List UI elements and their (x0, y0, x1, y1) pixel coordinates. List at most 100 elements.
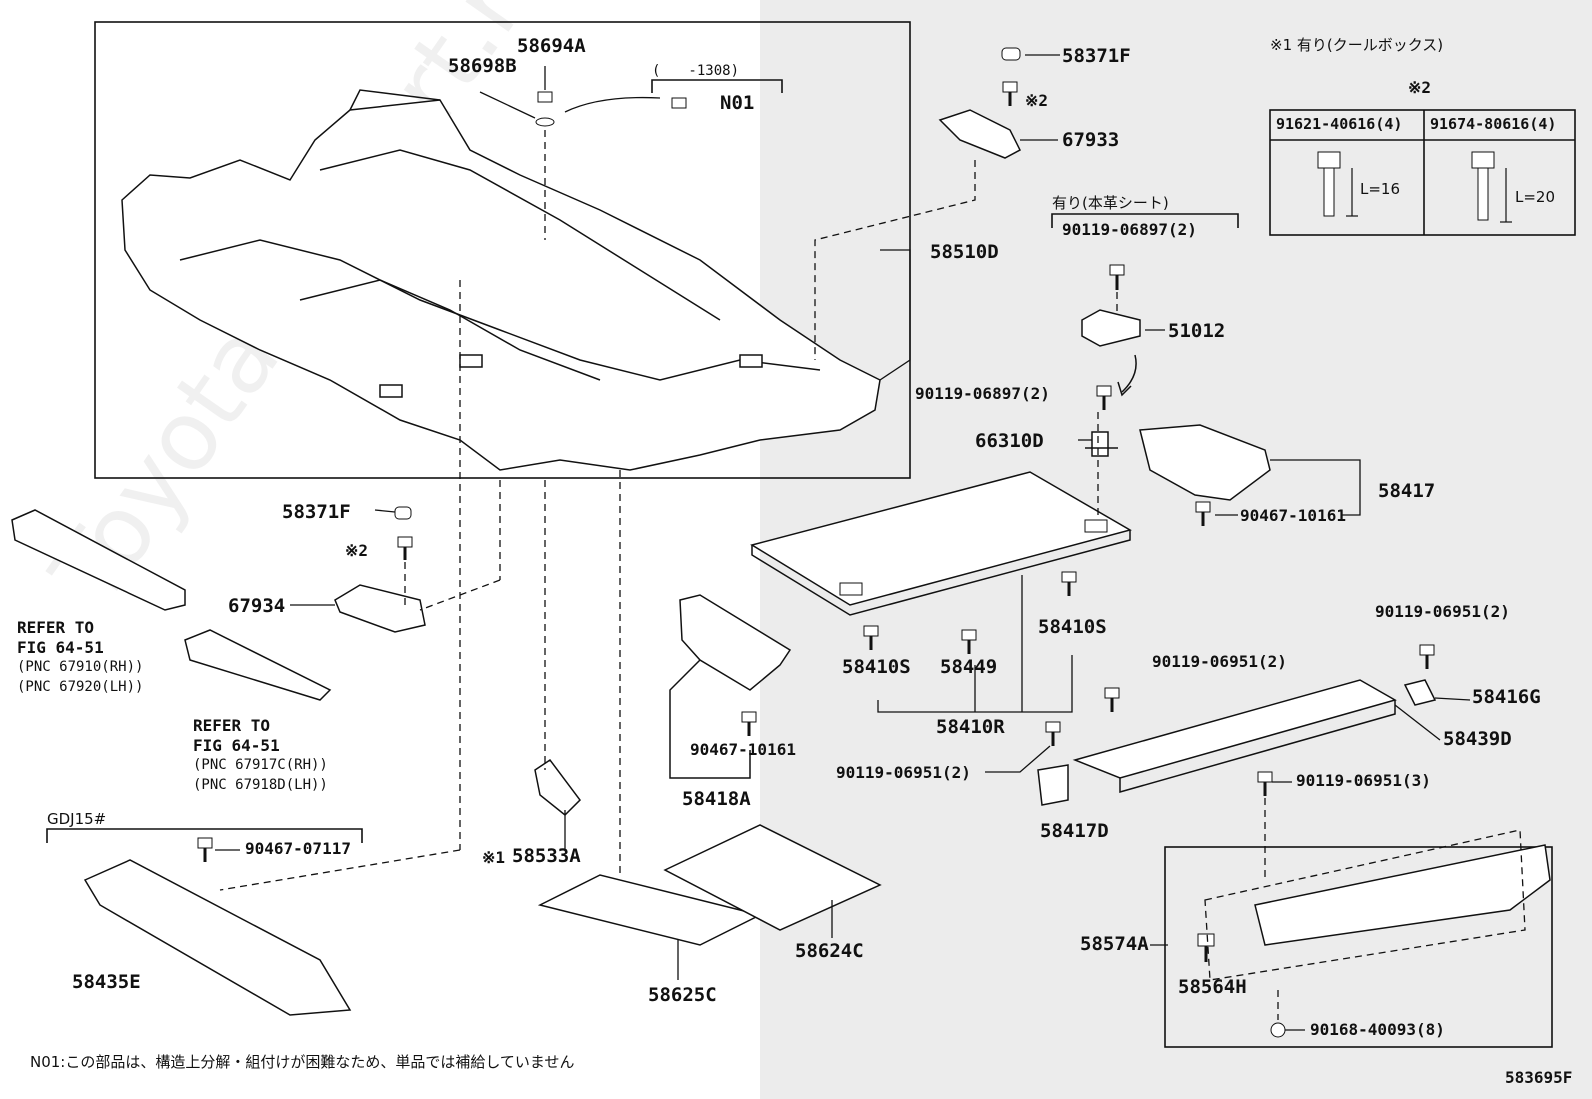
floor-carpet-58510D (121, 89, 881, 471)
bolt-58410S-b (1061, 571, 1077, 583)
ref2-rh: (PNC 67917C(RH)) (193, 757, 328, 773)
bolt-mark2-top (1002, 81, 1018, 106)
label-90467-10161-a: 90467-10161 (1240, 506, 1346, 525)
bolt-90119-06951-d (1257, 771, 1273, 783)
mark1: ※1 (482, 848, 506, 867)
label-58449: 58449 (940, 656, 998, 678)
mark2-mid: ※2 (345, 541, 369, 560)
table-part-1: 91621-40616(4) (1276, 115, 1403, 133)
scuff-plate-67917C (184, 629, 332, 701)
figure-code: 583695F (1505, 1068, 1573, 1087)
label-58371F-mid: 58371F (282, 501, 351, 523)
bracket-66310D (1085, 431, 1118, 457)
label-58416G: 58416G (1472, 686, 1541, 708)
label-90119-06897-b: 90119-06897(2) (915, 384, 1050, 403)
label-N01: N01 (720, 92, 755, 114)
label-58694A: 58694A (517, 35, 586, 57)
label-58564H: 58564H (1178, 976, 1247, 998)
label-58625C: 58625C (648, 984, 717, 1006)
bolt-90119-06951-b (1419, 644, 1435, 656)
footnote-n01: N01:この部品は、構造上分解・組付けが困難なため、単品では補給していません (30, 1053, 575, 1071)
mark2-top: ※2 (1025, 91, 1049, 110)
bolt-91674-80616-drawing (1471, 151, 1495, 221)
label-58417D: 58417D (1040, 820, 1109, 842)
ref1-fig: FIG 64-51 (17, 638, 104, 657)
table-length-1: L=16 (1360, 180, 1401, 198)
ref2-lh: (PNC 67918D(LH)) (193, 777, 328, 793)
label-58410S-b: 58410S (1038, 616, 1107, 638)
bolt-58694A (537, 91, 553, 103)
bolt-90467-10161-a (1195, 501, 1211, 513)
label-90467-10161-b: 90467-10161 (690, 740, 796, 759)
ref1-title: REFER TO (17, 618, 95, 637)
mat-58624C (663, 824, 882, 931)
washer-58698B (535, 117, 555, 127)
table-length-2: L=20 (1515, 188, 1556, 206)
label-58417: 58417 (1378, 480, 1436, 502)
label-58439D: 58439D (1443, 728, 1512, 750)
clip-58564H (1197, 933, 1215, 947)
label-90168-40093: 90168-40093(8) (1310, 1020, 1445, 1039)
label-58510D: 58510D (930, 241, 999, 263)
cover-58417 (1139, 424, 1271, 501)
bolt-58449 (961, 629, 977, 641)
bolt-90119-06897-b (1096, 385, 1112, 397)
table-part-2: 91674-80616(4) (1430, 115, 1557, 133)
bolt-58410S-a (863, 625, 879, 637)
cooler-58574A (1254, 844, 1551, 946)
label-66310D: 66310D (975, 430, 1044, 452)
label-58533A: 58533A (512, 845, 581, 867)
plate-67934 (334, 584, 426, 633)
label-51012: 51012 (1168, 320, 1226, 342)
clip-58371F-top (1001, 47, 1021, 61)
label-90119-06951-d: 90119-06951(3) (1296, 771, 1431, 790)
label-58410S-a: 58410S (842, 656, 911, 678)
bolt-mark2-mid (397, 536, 413, 548)
ref1-rh: (PNC 67910(RH)) (17, 659, 144, 675)
plate-67933 (938, 109, 1021, 159)
ref1-lh: (PNC 67920(LH)) (17, 679, 144, 695)
bolt-90119-06897-a (1109, 264, 1125, 276)
cooler-frame (1164, 846, 1553, 1048)
bracket-51012 (1081, 309, 1141, 347)
ref2-title: REFER TO (193, 716, 271, 735)
rail-58439D (1072, 679, 1397, 779)
range-note: ( -1308) (652, 63, 740, 79)
label-90119-06897-a: 90119-06897(2) (1062, 220, 1197, 239)
deck-board (750, 471, 1132, 606)
bolt-90119-06951-a (1104, 687, 1120, 699)
bracket-58533A (534, 758, 581, 817)
bolt-91621-40616-drawing (1317, 151, 1341, 217)
gdj-note: GDJ15# (47, 810, 107, 828)
bolt-90119-06951-c (1045, 721, 1061, 733)
label-58371F-top: 58371F (1062, 45, 1131, 67)
label-58698B: 58698B (448, 55, 517, 77)
label-67934: 67934 (228, 595, 286, 617)
label-58410R: 58410R (936, 716, 1005, 738)
label-67933: 67933 (1062, 129, 1120, 151)
clip-58371F-mid (394, 506, 412, 520)
screw-90168-40093 (1270, 1022, 1286, 1038)
label-58435E: 58435E (72, 971, 141, 993)
label-90119-06951-c: 90119-06951(2) (836, 763, 971, 782)
nut-N01 (671, 97, 687, 109)
ref2-fig: FIG 64-51 (193, 736, 280, 755)
label-58418A: 58418A (682, 788, 751, 810)
bracket-58417D (1037, 764, 1069, 806)
cover-58418A (679, 594, 792, 691)
label-90119-06951-b: 90119-06951(2) (1375, 602, 1510, 621)
bolt-table (1269, 109, 1576, 236)
label-90467-07117: 90467-07117 (245, 839, 351, 858)
label-90119-06951-a: 90119-06951(2) (1152, 652, 1287, 671)
scuff-plate-67910 (11, 509, 186, 611)
legend-note: ※1 有り(クールボックス) (1270, 36, 1444, 54)
leather-note: 有り(本革シート) (1052, 194, 1169, 212)
tray-58435E (83, 859, 352, 1016)
bolt-90467-07117 (197, 837, 213, 849)
bolt-90467-10161-b (741, 711, 757, 723)
table-header-mark: ※2 (1408, 78, 1432, 97)
bracket-58416G (1403, 679, 1437, 706)
label-58574A: 58574A (1080, 933, 1149, 955)
